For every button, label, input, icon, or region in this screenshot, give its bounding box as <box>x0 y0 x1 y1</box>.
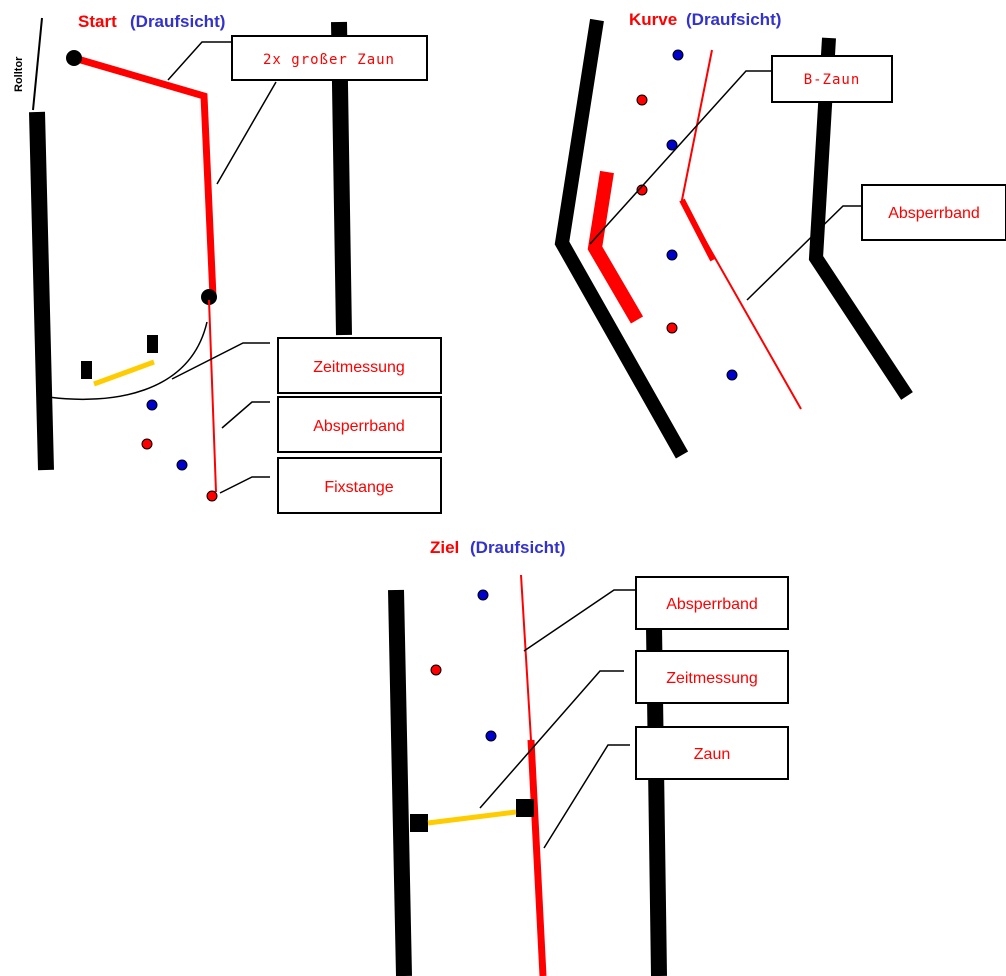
leader-line <box>219 476 270 494</box>
leader-line <box>523 589 636 652</box>
pole-blue <box>672 49 684 61</box>
start-section: Start (Draufsicht) Rolltor 2x großer Zau… <box>13 12 442 514</box>
kurve-title: Kurve <box>629 10 677 29</box>
ziel-title: Ziel <box>430 538 459 557</box>
start-label-tape: Absperrband <box>221 396 442 453</box>
big-fence-label: 2x großer Zaun <box>263 52 395 68</box>
b-fence-label: B-Zaun <box>804 72 861 88</box>
fence-post <box>66 50 82 66</box>
timing-label: Zeitmessung <box>313 359 405 376</box>
start-title: Start <box>78 12 117 31</box>
ziel-timing-label: Zeitmessung <box>666 670 758 687</box>
start-label-timing: Zeitmessung <box>171 337 442 394</box>
pole-blue <box>176 459 188 471</box>
leader-line <box>543 744 630 849</box>
start-subtitle: (Draufsicht) <box>130 12 225 31</box>
rolltor-leader <box>32 17 43 111</box>
leader-line <box>746 205 862 301</box>
kurve-right-wall <box>808 37 913 400</box>
timing-sensor-right <box>516 799 534 817</box>
pole-blue <box>485 730 497 742</box>
leader-line <box>221 401 270 429</box>
pole-red <box>636 184 648 196</box>
kurve-subtitle: (Draufsicht) <box>686 10 781 29</box>
ziel-section: Ziel (Draufsicht) Absperrband Zeitmessun… <box>388 538 789 976</box>
timing-sensor-right <box>147 335 158 353</box>
pole-blue <box>666 139 678 151</box>
timing-sensor-left <box>410 814 428 832</box>
pole-blue <box>726 369 738 381</box>
start-label-pole: Fixstange <box>219 457 442 514</box>
leader-line <box>479 670 624 809</box>
pole-blue <box>666 249 678 261</box>
kurve-label-b-fence: B-Zaun <box>589 55 893 245</box>
ziel-fence <box>527 739 547 976</box>
timing-beam <box>427 809 517 826</box>
ziel-label-timing: Zeitmessung <box>479 650 789 809</box>
timing-sensor-left <box>81 361 92 379</box>
kurve-tape-label: Absperrband <box>888 205 980 222</box>
ziel-left-wall <box>388 589 412 976</box>
rolltor-label: Rolltor <box>13 56 25 92</box>
pole-red <box>141 438 153 450</box>
kurve-b-fence <box>587 170 644 324</box>
pole-blue <box>146 399 158 411</box>
ziel-label-tape: Absperrband <box>523 576 789 652</box>
leader-line <box>216 81 277 185</box>
leader-line <box>589 70 772 245</box>
pole-blue <box>477 589 489 601</box>
ziel-tape <box>520 574 532 741</box>
kurve-section: Kurve (Draufsicht) B-Zaun Absperrband <box>554 10 1006 459</box>
ziel-subtitle: (Draufsicht) <box>470 538 565 557</box>
fence-post <box>201 289 217 305</box>
start-label-big-fence: 2x großer Zaun <box>167 35 428 185</box>
kurve-label-tape: Absperrband <box>746 184 1006 301</box>
pole-red <box>666 322 678 334</box>
pole-red <box>206 490 218 502</box>
ziel-tape-label: Absperrband <box>666 596 758 613</box>
ziel-label-fence: Zaun <box>543 726 789 849</box>
pole-red <box>636 94 648 106</box>
ziel-fence-label: Zaun <box>694 746 730 763</box>
timing-beam <box>93 359 155 387</box>
start-tape <box>208 299 217 493</box>
start-left-wall <box>29 111 54 471</box>
timing-cable <box>47 321 208 401</box>
start-big-fence <box>73 54 217 298</box>
tape-label: Absperrband <box>313 418 405 435</box>
kurve-left-wall <box>554 18 689 459</box>
kurve-tape-thick <box>679 198 716 262</box>
leader-line <box>167 41 232 81</box>
leader-line <box>171 342 270 380</box>
pole-red <box>430 664 442 676</box>
pole-label: Fixstange <box>324 479 393 496</box>
